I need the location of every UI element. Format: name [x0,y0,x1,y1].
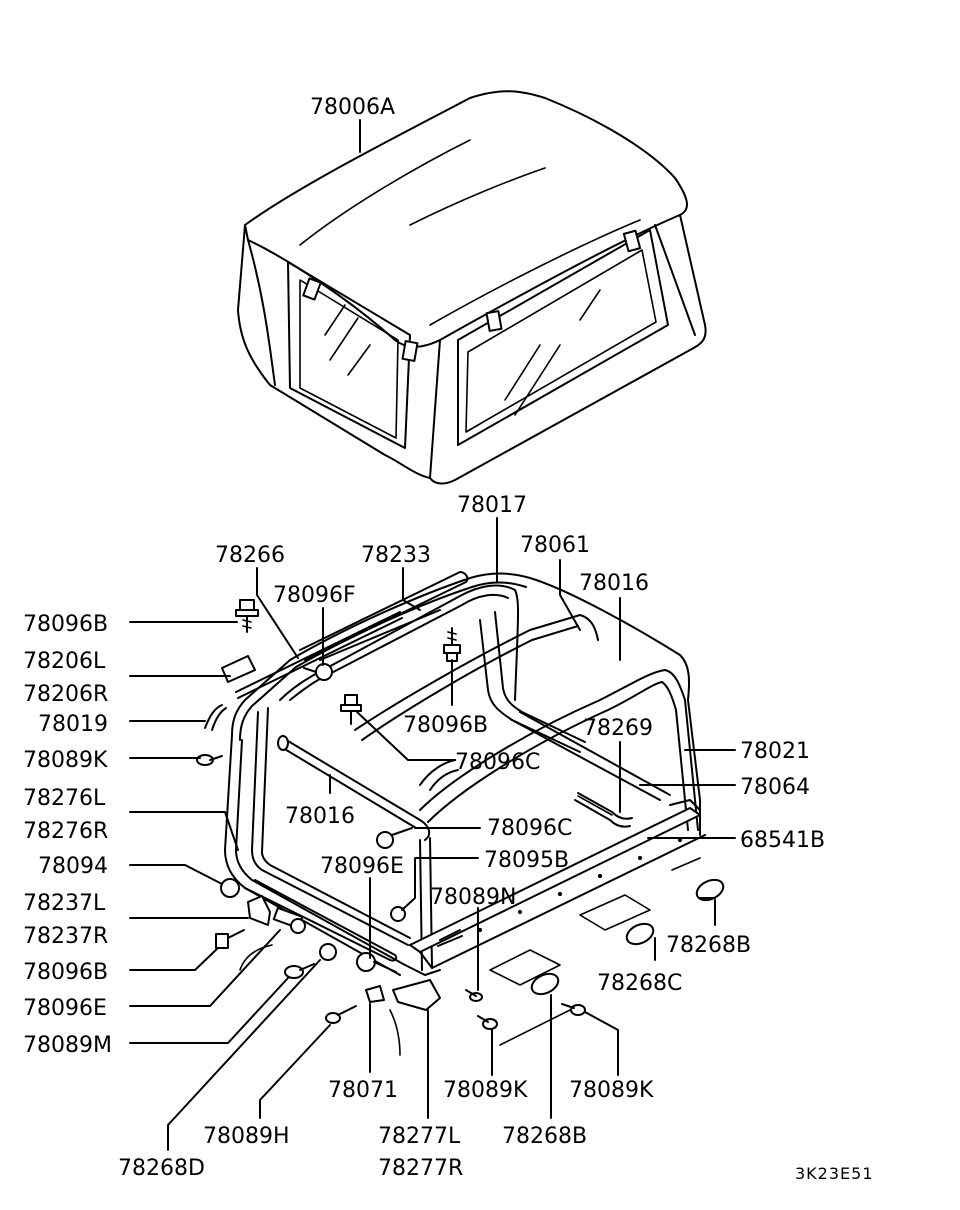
diagram-code: 3K23E51 [795,1164,874,1183]
leader-lines [129,119,736,1151]
screw-78089M [284,963,315,979]
label-78089H: 78089H [203,1124,290,1149]
label-78268C: 78268C [597,971,682,996]
label-78277L: 78277L [378,1124,461,1149]
label-78089K-right: 78089K [569,1078,654,1103]
label-78071: 78071 [328,1078,398,1103]
label-78096C-low: 78096C [487,816,572,841]
pad-78268D [319,943,337,961]
part-labels: 78006A 78017 78266 78233 78061 78016 780… [23,95,874,1183]
pad-78268B-right [695,878,725,902]
label-78277R: 78277R [378,1156,463,1181]
label-78096C-mid: 78096C [455,750,540,775]
label-78006A: 78006A [310,95,395,120]
label-78237R: 78237R [23,924,108,949]
grommet-78096E-low [272,906,306,934]
label-78089K-left: 78089K [23,748,108,773]
label-78268B-right: 78268B [666,933,751,958]
label-78268B-bottom: 78268B [502,1124,587,1149]
label-78268D: 78268D [118,1156,205,1181]
label-78276R: 78276R [23,819,108,844]
label-78016-mid: 78016 [285,804,355,829]
label-78096E-low: 78096E [23,996,107,1021]
label-78233: 78233 [361,543,431,568]
bolt-78096B-top [235,599,259,633]
label-78021: 78021 [740,739,810,764]
clip-78206 [221,655,256,683]
label-68541B: 68541B [740,828,825,853]
bolt-78096C-low [376,827,413,849]
label-78095B: 78095B [484,848,569,873]
screw-78089K-left [196,754,223,766]
hardtop-shell [237,90,707,485]
screw-78089K-right [561,1003,586,1016]
bracket-78237 [247,895,271,926]
label-78096B-low: 78096B [23,960,108,985]
bolt-78096B-low [215,929,245,949]
label-78206L: 78206L [23,649,106,674]
label-78061: 78061 [520,533,590,558]
screw-78089N [465,989,483,1002]
label-78064: 78064 [740,775,810,800]
label-78019: 78019 [38,712,108,737]
piece-78019 [204,704,223,729]
label-78094: 78094 [38,854,108,879]
screw-78089K-mid [477,1015,498,1030]
bumper-78071 [365,985,385,1003]
label-78096B-left: 78096B [23,612,108,637]
label-78096F: 78096F [273,583,356,608]
label-78266: 78266 [215,543,285,568]
latch-78277 [392,979,441,1011]
bolt-78096C-mid [340,694,362,725]
screw-78089H [325,1005,357,1024]
frame-assembly [224,571,706,1056]
label-78096E-mid: 78096E [320,854,404,879]
label-78276L: 78276L [23,786,106,811]
label-78237L: 78237L [23,891,106,916]
pad-78268C [625,922,655,946]
label-78096B-mid: 78096B [403,713,488,738]
label-78089N: 78089N [430,885,516,910]
cap-78094 [220,878,240,898]
pad-78268B-bottom [530,972,560,996]
label-78089K-mid: 78089K [443,1078,528,1103]
label-78206R: 78206R [23,682,108,707]
label-78089M: 78089M [23,1033,112,1058]
bolt-78096B-mid [443,627,461,662]
fasteners [196,599,725,1030]
label-78017: 78017 [457,493,527,518]
label-78016-top: 78016 [579,571,649,596]
label-78269: 78269 [583,716,653,741]
